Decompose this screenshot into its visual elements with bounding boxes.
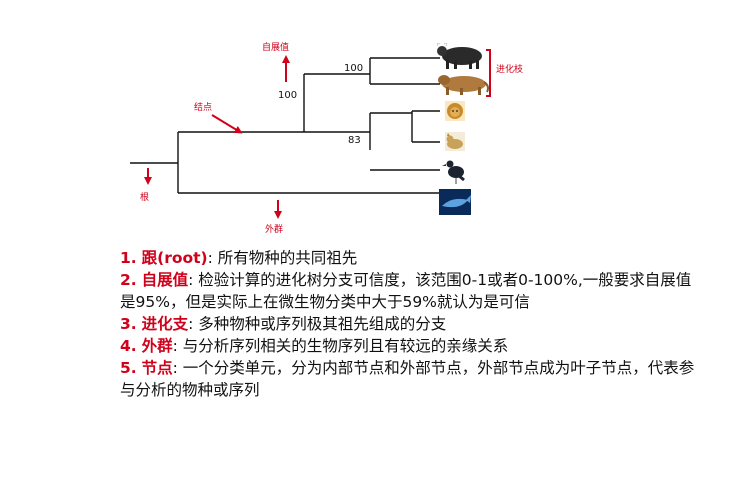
tree-branches (130, 57, 440, 194)
note-root: 1. 跟(root): 所有物种的共同祖先 (120, 247, 700, 269)
note-text: : 多种物种或序列极其祖先组成的分支 (188, 315, 447, 333)
note-number: 2. (120, 271, 137, 289)
lion-icon (445, 101, 465, 121)
support-value-ingroup: 100 (278, 90, 297, 101)
node-label: 结点 (194, 101, 212, 113)
support-value-felid-bird: 83 (348, 135, 361, 146)
clade-label: 进化枝 (496, 63, 523, 75)
note-text: : 所有物种的共同祖先 (207, 249, 358, 267)
note-term: 外群 (141, 337, 173, 355)
node-arrow (211, 114, 243, 134)
cat-icon (445, 132, 465, 151)
clade-bracket (486, 49, 491, 97)
cow-icon (438, 75, 489, 95)
note-clade: 3. 进化支: 多种物种或序列极其祖先组成的分支 (120, 313, 700, 335)
note-text: : 检验计算的进化树分支可信度，该范围0-1或者0-100%,一般要求自展值是9… (120, 271, 692, 311)
note-term: 节点 (141, 359, 173, 377)
bird-icon (442, 160, 465, 184)
note-text: : 与分析序列相关的生物序列且有较远的亲缘关系 (172, 337, 509, 355)
note-bootstrap: 2. 自展值: 检验计算的进化树分支可信度，该范围0-1或者0-100%,一般要… (120, 269, 700, 313)
note-number: 3. (120, 315, 137, 333)
explanation-list: 1. 跟(root): 所有物种的共同祖先 2. 自展值: 检验计算的进化树分支… (120, 247, 700, 401)
support-value-bovid: 100 (344, 63, 363, 74)
root-label: 根 (140, 191, 149, 203)
note-term: 进化支 (141, 315, 189, 333)
note-number: 5. (120, 359, 137, 377)
note-number: 4. (120, 337, 137, 355)
note-outgroup: 4. 外群: 与分析序列相关的生物序列且有较远的亲缘关系 (120, 335, 700, 357)
note-term: 跟(root) (141, 249, 208, 267)
gaur-icon (436, 42, 482, 69)
phylogenetic-tree-diagram: 100 100 83 自展值 结点 根 外群 进化枝 (130, 41, 523, 235)
note-number: 1. (120, 249, 137, 267)
bootstrap-label: 自展值 (262, 41, 289, 53)
outgroup-label: 外群 (265, 223, 283, 235)
whale-icon (439, 189, 471, 215)
note-term: 自展值 (141, 271, 189, 289)
note-text: : 一个分类单元，分为内部节点和外部节点，外部节点成为叶子节点，代表参与分析的物… (120, 359, 695, 399)
note-node: 5. 节点: 一个分类单元，分为内部节点和外部节点，外部节点成为叶子节点，代表参… (120, 357, 700, 401)
